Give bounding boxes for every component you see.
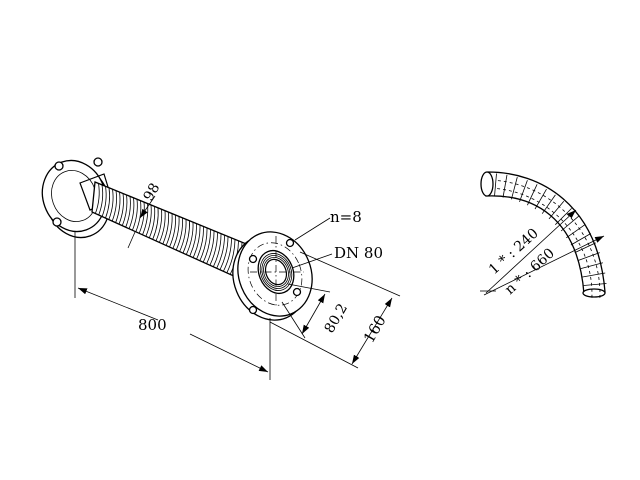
bolt-hole xyxy=(93,157,103,167)
dimension-hose-od xyxy=(127,195,156,249)
bolt-hole xyxy=(248,254,258,264)
bolt-count-label: n=8 xyxy=(330,208,362,226)
bolt-count-leader xyxy=(294,217,331,241)
dim-hose-od-label: 98 xyxy=(141,181,164,204)
dimension-bend xyxy=(480,209,605,296)
dimension-flange-od xyxy=(269,251,401,369)
dimension-inner xyxy=(281,283,331,339)
dim-inner-label: 80,2 xyxy=(322,301,351,336)
dimension-length xyxy=(74,232,271,380)
bolt-hole xyxy=(52,217,62,227)
corrugated-hose xyxy=(91,181,257,283)
right-flange xyxy=(232,231,313,321)
bolt-hole xyxy=(285,238,295,248)
dim-length-label: 800 xyxy=(138,316,167,334)
dim-flange-od-label: 160 xyxy=(360,312,390,346)
nominal-diameter-leader xyxy=(291,253,333,269)
bent-hose xyxy=(480,171,607,299)
bolt-hole xyxy=(248,305,258,315)
nominal-diameter-label: DN 80 xyxy=(334,244,383,262)
bolt-hole xyxy=(54,161,64,171)
bolt-hole xyxy=(292,287,302,297)
